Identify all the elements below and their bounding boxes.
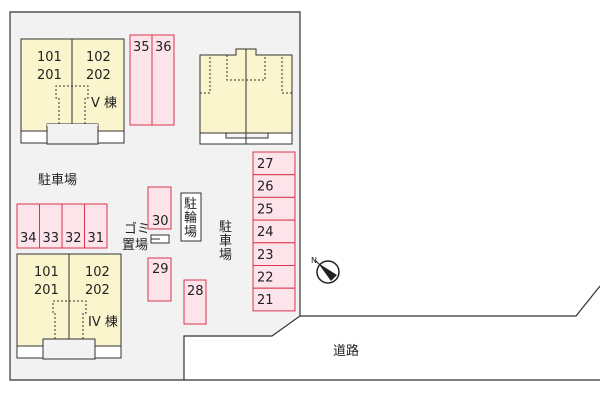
parking-space-number: 30 xyxy=(152,214,169,229)
parking-space-box xyxy=(84,203,108,249)
building-iv: 101 201 102 202 IV 棟 xyxy=(16,253,122,360)
parking-space-number: 25 xyxy=(257,202,274,217)
parking-space: 26 xyxy=(252,174,296,198)
unit-201: 201 xyxy=(34,283,59,298)
road-label: 道路 xyxy=(333,343,359,359)
parking-space-box xyxy=(147,257,172,302)
parking-space-box xyxy=(183,279,207,325)
parking-space-number: 33 xyxy=(43,231,60,246)
parking-space: 29 xyxy=(147,257,172,302)
unit-201: 201 xyxy=(37,68,62,83)
parking-space-number: 29 xyxy=(152,262,169,277)
parking-space-number: 28 xyxy=(187,284,204,299)
parking-space-number: 32 xyxy=(65,231,82,246)
parking-space-number: 31 xyxy=(88,231,105,246)
parking-space-box xyxy=(252,287,296,312)
unit-202: 202 xyxy=(86,68,111,83)
parking-space-box xyxy=(151,34,175,126)
unit-101: 101 xyxy=(37,50,62,65)
svg-text:駐: 駐 xyxy=(184,197,197,212)
building-name: IV 棟 xyxy=(88,315,118,330)
parking-space: 21 xyxy=(252,287,296,312)
parking-space-number: 26 xyxy=(257,180,274,195)
parking-space-number: 36 xyxy=(155,40,172,55)
parking-space: 34 xyxy=(16,203,40,249)
parking-space: 22 xyxy=(252,265,296,289)
parking-space: 32 xyxy=(61,203,85,249)
parking-space: 35 xyxy=(129,34,153,126)
road-boundary xyxy=(300,285,600,317)
svg-text:置場: 置場 xyxy=(122,238,148,253)
parking-space-number: 34 xyxy=(20,231,37,246)
svg-text:場: 場 xyxy=(219,248,232,263)
building-name: V 棟 xyxy=(91,96,117,111)
svg-text:N: N xyxy=(311,256,317,265)
parking-space: 25 xyxy=(252,196,296,221)
parking-space-number: 24 xyxy=(257,225,274,240)
unit-102: 102 xyxy=(85,265,110,280)
parking-space: 36 xyxy=(151,34,175,126)
parking-space: 28 xyxy=(183,279,207,325)
parking-spaces: 35 36 27 26 25 24 23 22 21 34 33 32 31 30 29 28 xyxy=(16,34,296,325)
parking-space: 33 xyxy=(39,203,63,249)
parking-space-number: 21 xyxy=(257,293,274,308)
svg-text:場: 場 xyxy=(184,225,197,240)
parking-space-number: 35 xyxy=(133,40,150,55)
svg-text:輪: 輪 xyxy=(184,210,197,226)
parking-space: 27 xyxy=(252,151,296,176)
north-arrow-icon: N xyxy=(311,256,340,284)
parking-space: 31 xyxy=(84,203,108,249)
parking-space-box xyxy=(147,186,172,230)
svg-text:車: 車 xyxy=(219,234,232,249)
garbage-area: ゴミ 置場 xyxy=(122,221,170,253)
parking-area-label-vertical: 駐 車 場 xyxy=(219,220,232,263)
unit-202: 202 xyxy=(85,283,110,298)
parking-space-number: 22 xyxy=(257,271,274,286)
unit-101: 101 xyxy=(34,265,59,280)
bicycle-parking: 駐 輪 場 xyxy=(180,192,202,242)
building-top-right xyxy=(199,48,293,145)
parking-area-label: 駐車場 xyxy=(38,173,77,188)
svg-text:ゴミ: ゴミ xyxy=(124,221,150,237)
building-v: 101 201 102 202 V 棟 xyxy=(20,38,125,145)
parking-space: 23 xyxy=(252,242,296,267)
unit-102: 102 xyxy=(86,50,111,65)
parking-space: 24 xyxy=(252,219,296,244)
parking-space: 30 xyxy=(147,186,172,230)
parking-space-number: 27 xyxy=(257,157,274,172)
svg-text:駐: 駐 xyxy=(219,220,232,235)
parking-space-number: 23 xyxy=(257,248,274,263)
